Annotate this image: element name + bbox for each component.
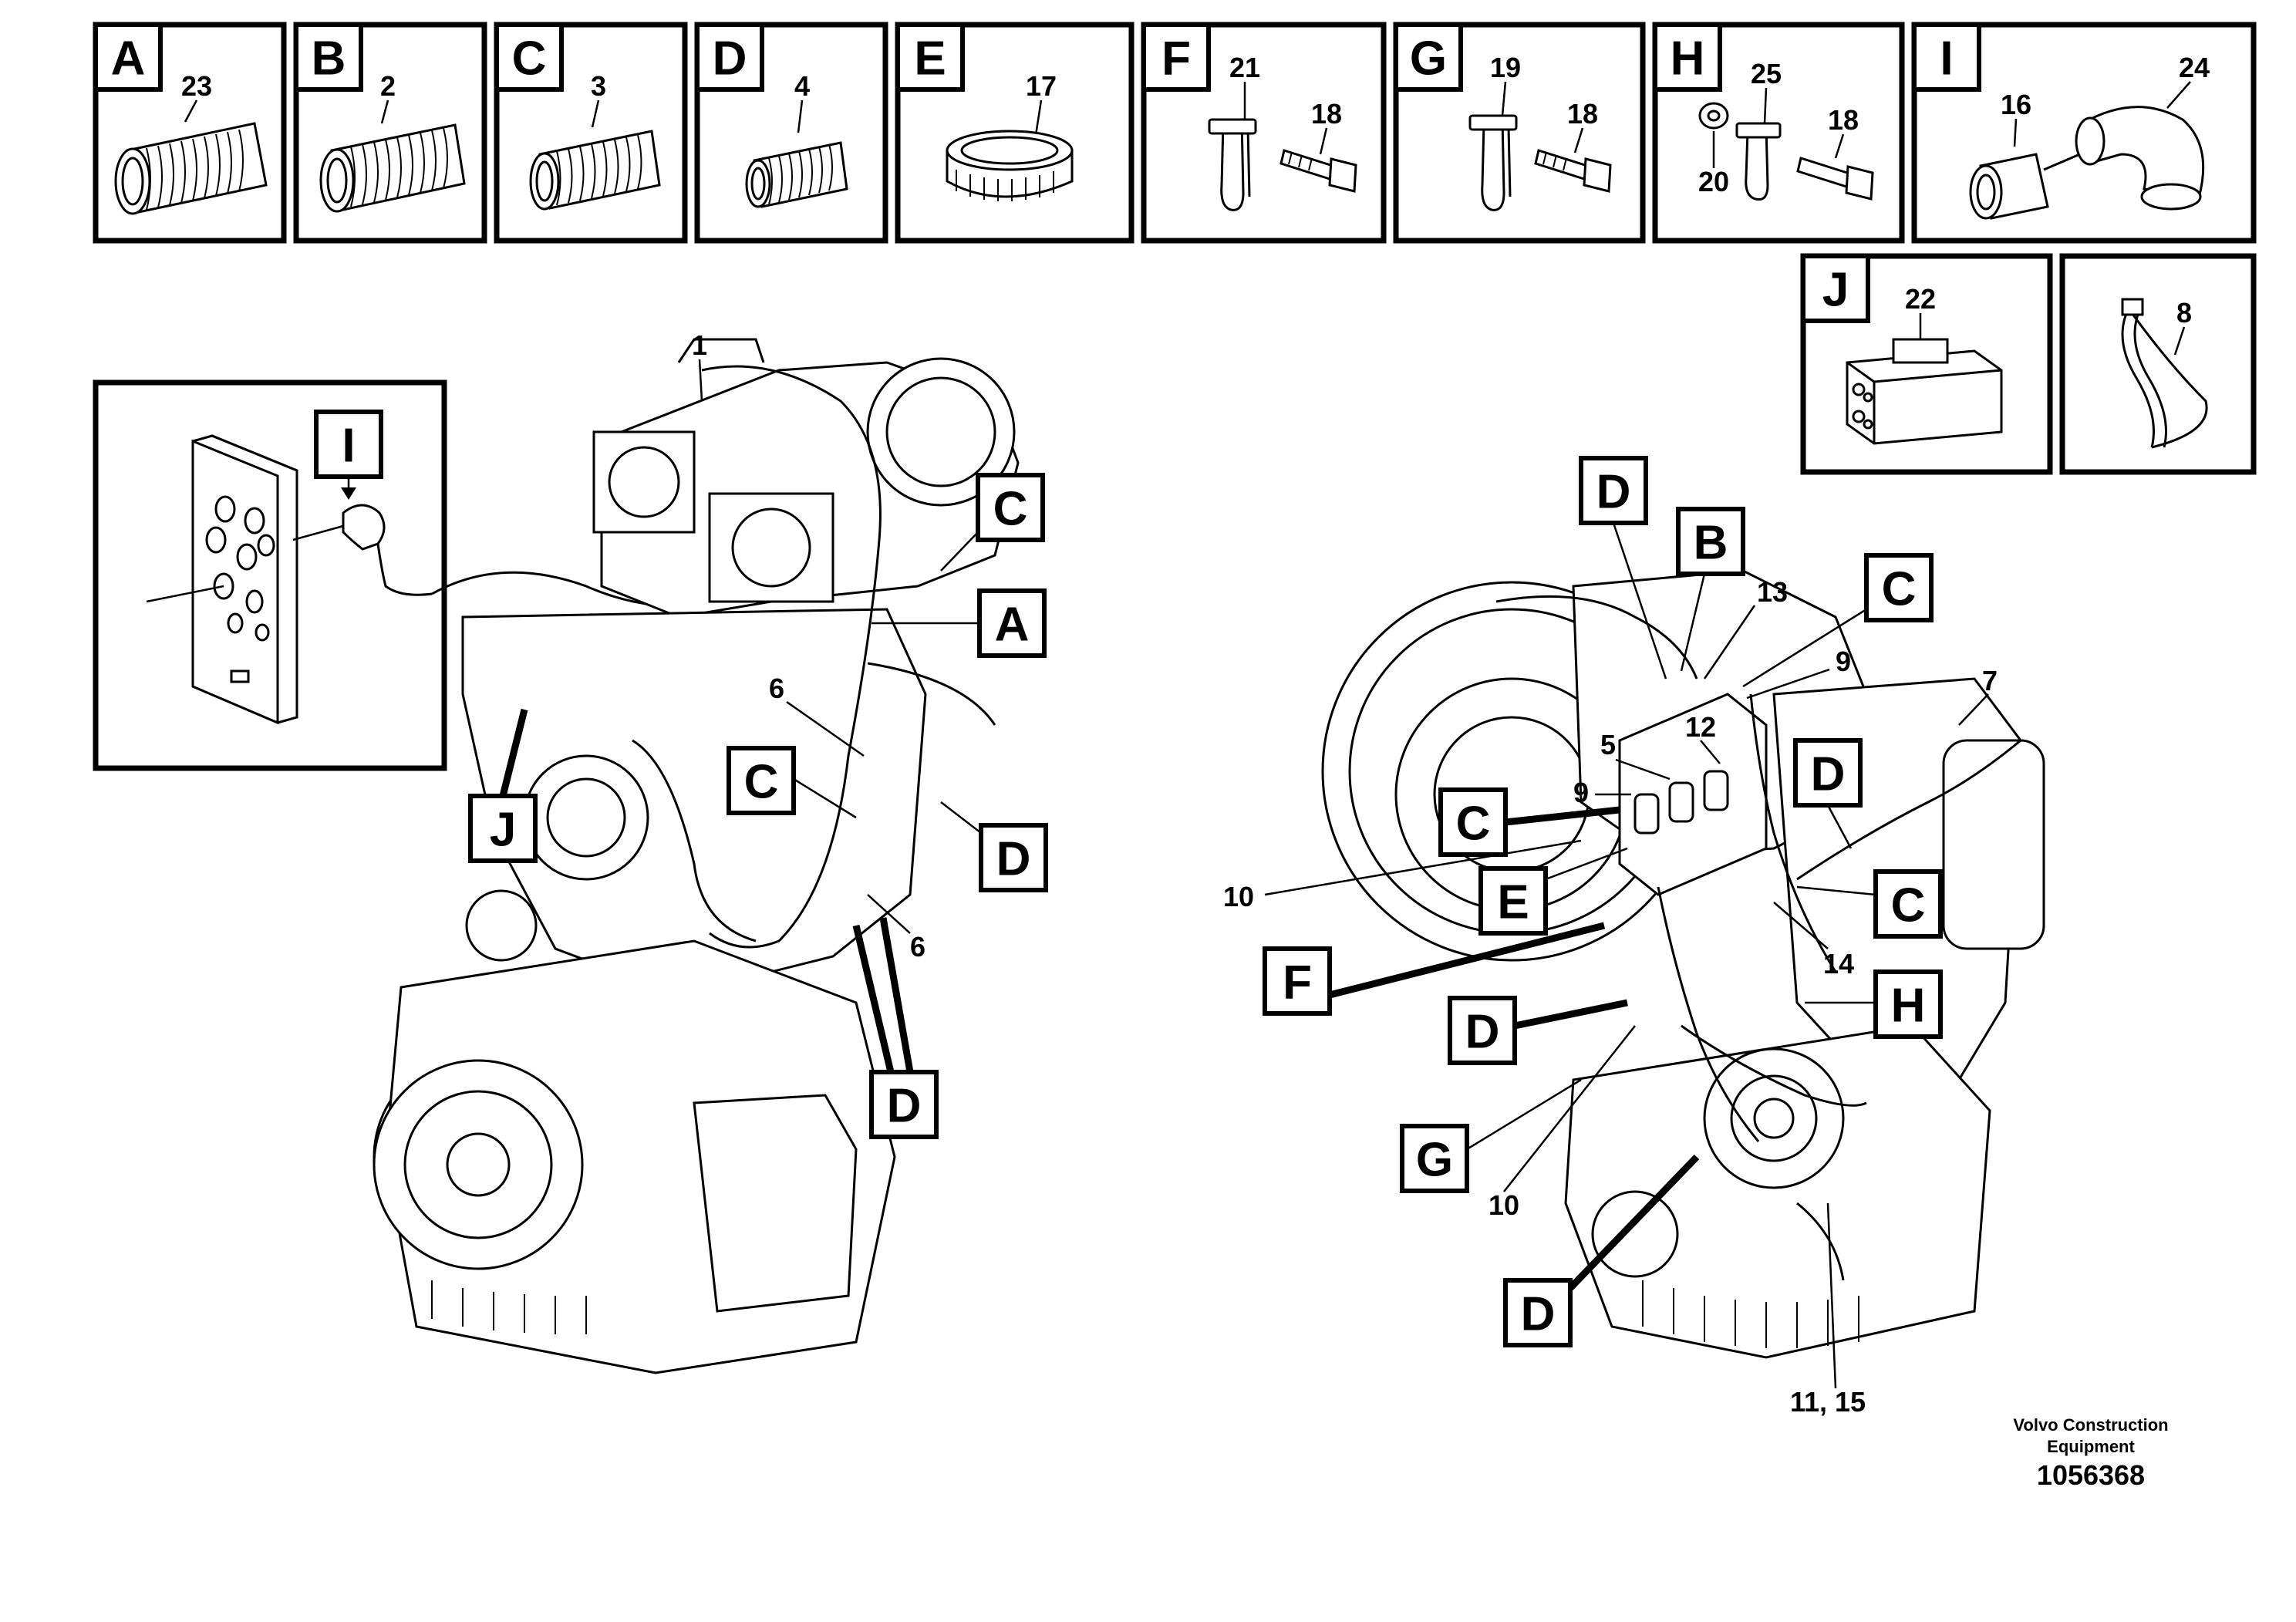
left-tag-c-upper: C [993,483,1028,536]
legend-panel-j: J 22 [1800,253,2053,475]
legend-panel-h: H 25 18 20 [1652,22,1905,244]
panel-c-part-number: 3 [591,70,606,102]
hose-icon [745,141,848,208]
callout-number-14: 14 [1823,948,1854,980]
legend-panel-b: B 2 [293,22,487,244]
panel-h-part-number-1: 25 [1751,58,1782,89]
detail-inset-tag: I [342,420,355,473]
legend-panel-a: A 23 [93,22,287,244]
left-tag-a: A [995,599,1030,652]
panel-a-letter: A [111,32,146,86]
footer-company-line-2: Equipment [2047,1437,2135,1456]
legend-panel-g: G 19 18 [1393,22,1646,244]
legend-panel-cable-tie: 8 [2059,253,2257,475]
panel-j-part-number: 22 [1905,283,1936,315]
right-tag-b: B [1694,517,1728,570]
screw-icon [1796,157,1874,201]
screw-icon [1534,149,1612,193]
panel-d-part-number: 4 [794,70,810,102]
panel-h-part-number-3: 20 [1698,166,1729,197]
legend-panel-i: I 16 24 [1911,22,2257,244]
right-tag-c-left: C [1456,798,1491,851]
callout-number-7: 7 [1982,665,1998,696]
panel-f-letter: F [1161,32,1191,86]
legend-panel-e: E 17 [895,22,1135,244]
right-tag-e: E [1497,876,1529,929]
right-tag-d-mid: D [1811,748,1846,801]
left-view-callouts: 1 C A C D J D 6 6 [468,329,1048,1139]
panel-h-letter: H [1671,32,1705,86]
callout-number-11-15: 11, 15 [1790,1386,1866,1418]
panel-e-part-number: 17 [1026,70,1057,102]
panel-c-letter: C [512,32,547,86]
left-tag-d-bottom: D [887,1080,922,1133]
panel-f-part-number-2: 18 [1311,98,1342,130]
left-assembly-view: I [93,329,1048,1374]
legend-panel-d: D 4 [694,22,888,244]
right-tag-f: F [1283,956,1312,1010]
callout-number-1: 1 [692,329,707,361]
right-tag-d-bottom: D [1521,1288,1556,1341]
right-tag-c-top: C [1882,563,1917,616]
panel-a-part-number: 23 [181,70,212,102]
callout-number-6-upper: 6 [769,673,784,704]
panel-cable-tie-part-number: 8 [2176,297,2192,329]
panel-g-letter: G [1410,32,1447,86]
panel-i-letter: I [1940,32,1953,86]
left-tag-j: J [490,804,516,857]
right-tag-d-lower: D [1465,1006,1500,1059]
footer-company-line-1: Volvo Construction [2013,1415,2168,1435]
callout-number-10-left: 10 [1223,881,1254,912]
right-tag-g: G [1416,1134,1453,1187]
cap-nut-icon [946,130,1074,201]
clamp-icon [1468,114,1518,211]
left-tag-c-lower: C [744,756,779,809]
legend-panel-c: C 3 [494,22,688,244]
callout-number-6-lower: 6 [910,931,925,963]
right-tag-d-top: D [1596,466,1631,519]
transmission-right-illustration [1321,569,2045,1359]
right-tag-c-right: C [1891,879,1926,932]
panel-b-letter: B [312,32,346,86]
document-number: 1056368 [2037,1459,2145,1491]
hose-icon [529,130,661,211]
right-view-callouts: D B 13 C 9 12 5 9 7 D C [1223,456,1998,1418]
sleeve-icon [1969,153,2049,220]
panel-i-part-number-2: 24 [2179,52,2210,83]
panel-e-letter: E [914,32,946,86]
callout-number-5: 5 [1600,729,1616,760]
parts-legend: A 23 B 2 [93,22,2257,475]
panel-j-letter: J [1822,264,1849,317]
callout-number-9-lower: 9 [1573,777,1589,808]
callout-number-12: 12 [1685,711,1716,743]
panel-g-part-number-1: 19 [1490,52,1521,83]
panel-b-part-number: 2 [380,70,396,102]
callout-number-10-lower: 10 [1489,1189,1519,1221]
callout-number-13: 13 [1757,576,1788,608]
washer-icon [1698,102,1729,130]
clamp-icon [1208,118,1257,211]
panel-d-letter: D [713,32,747,86]
panel-f-part-number-1: 21 [1229,52,1260,83]
screw-icon [1279,149,1357,193]
clamp-icon [1735,122,1782,201]
cable-tie-icon [2121,298,2208,449]
left-tag-d-right: D [996,833,1031,886]
hose-icon [114,122,268,215]
panel-g-part-number-2: 18 [1567,98,1598,130]
transmission-left-illustration [373,338,1020,1374]
panel-h-part-number-2: 18 [1828,104,1859,136]
right-assembly-view: D B 13 C 9 12 5 9 7 D C [1223,456,2045,1418]
legend-panel-f: F 21 18 [1141,22,1387,244]
detail-inset-i: I [93,379,447,771]
hose-icon [319,123,466,213]
connector-icon [1846,338,2003,445]
panel-i-part-number-1: 16 [2001,89,2031,120]
callout-number-9-upper: 9 [1836,646,1851,677]
right-tag-h: H [1891,980,1926,1033]
elbow-icon [2075,106,2205,211]
footer: Volvo Construction Equipment 1056368 [2013,1415,2168,1491]
